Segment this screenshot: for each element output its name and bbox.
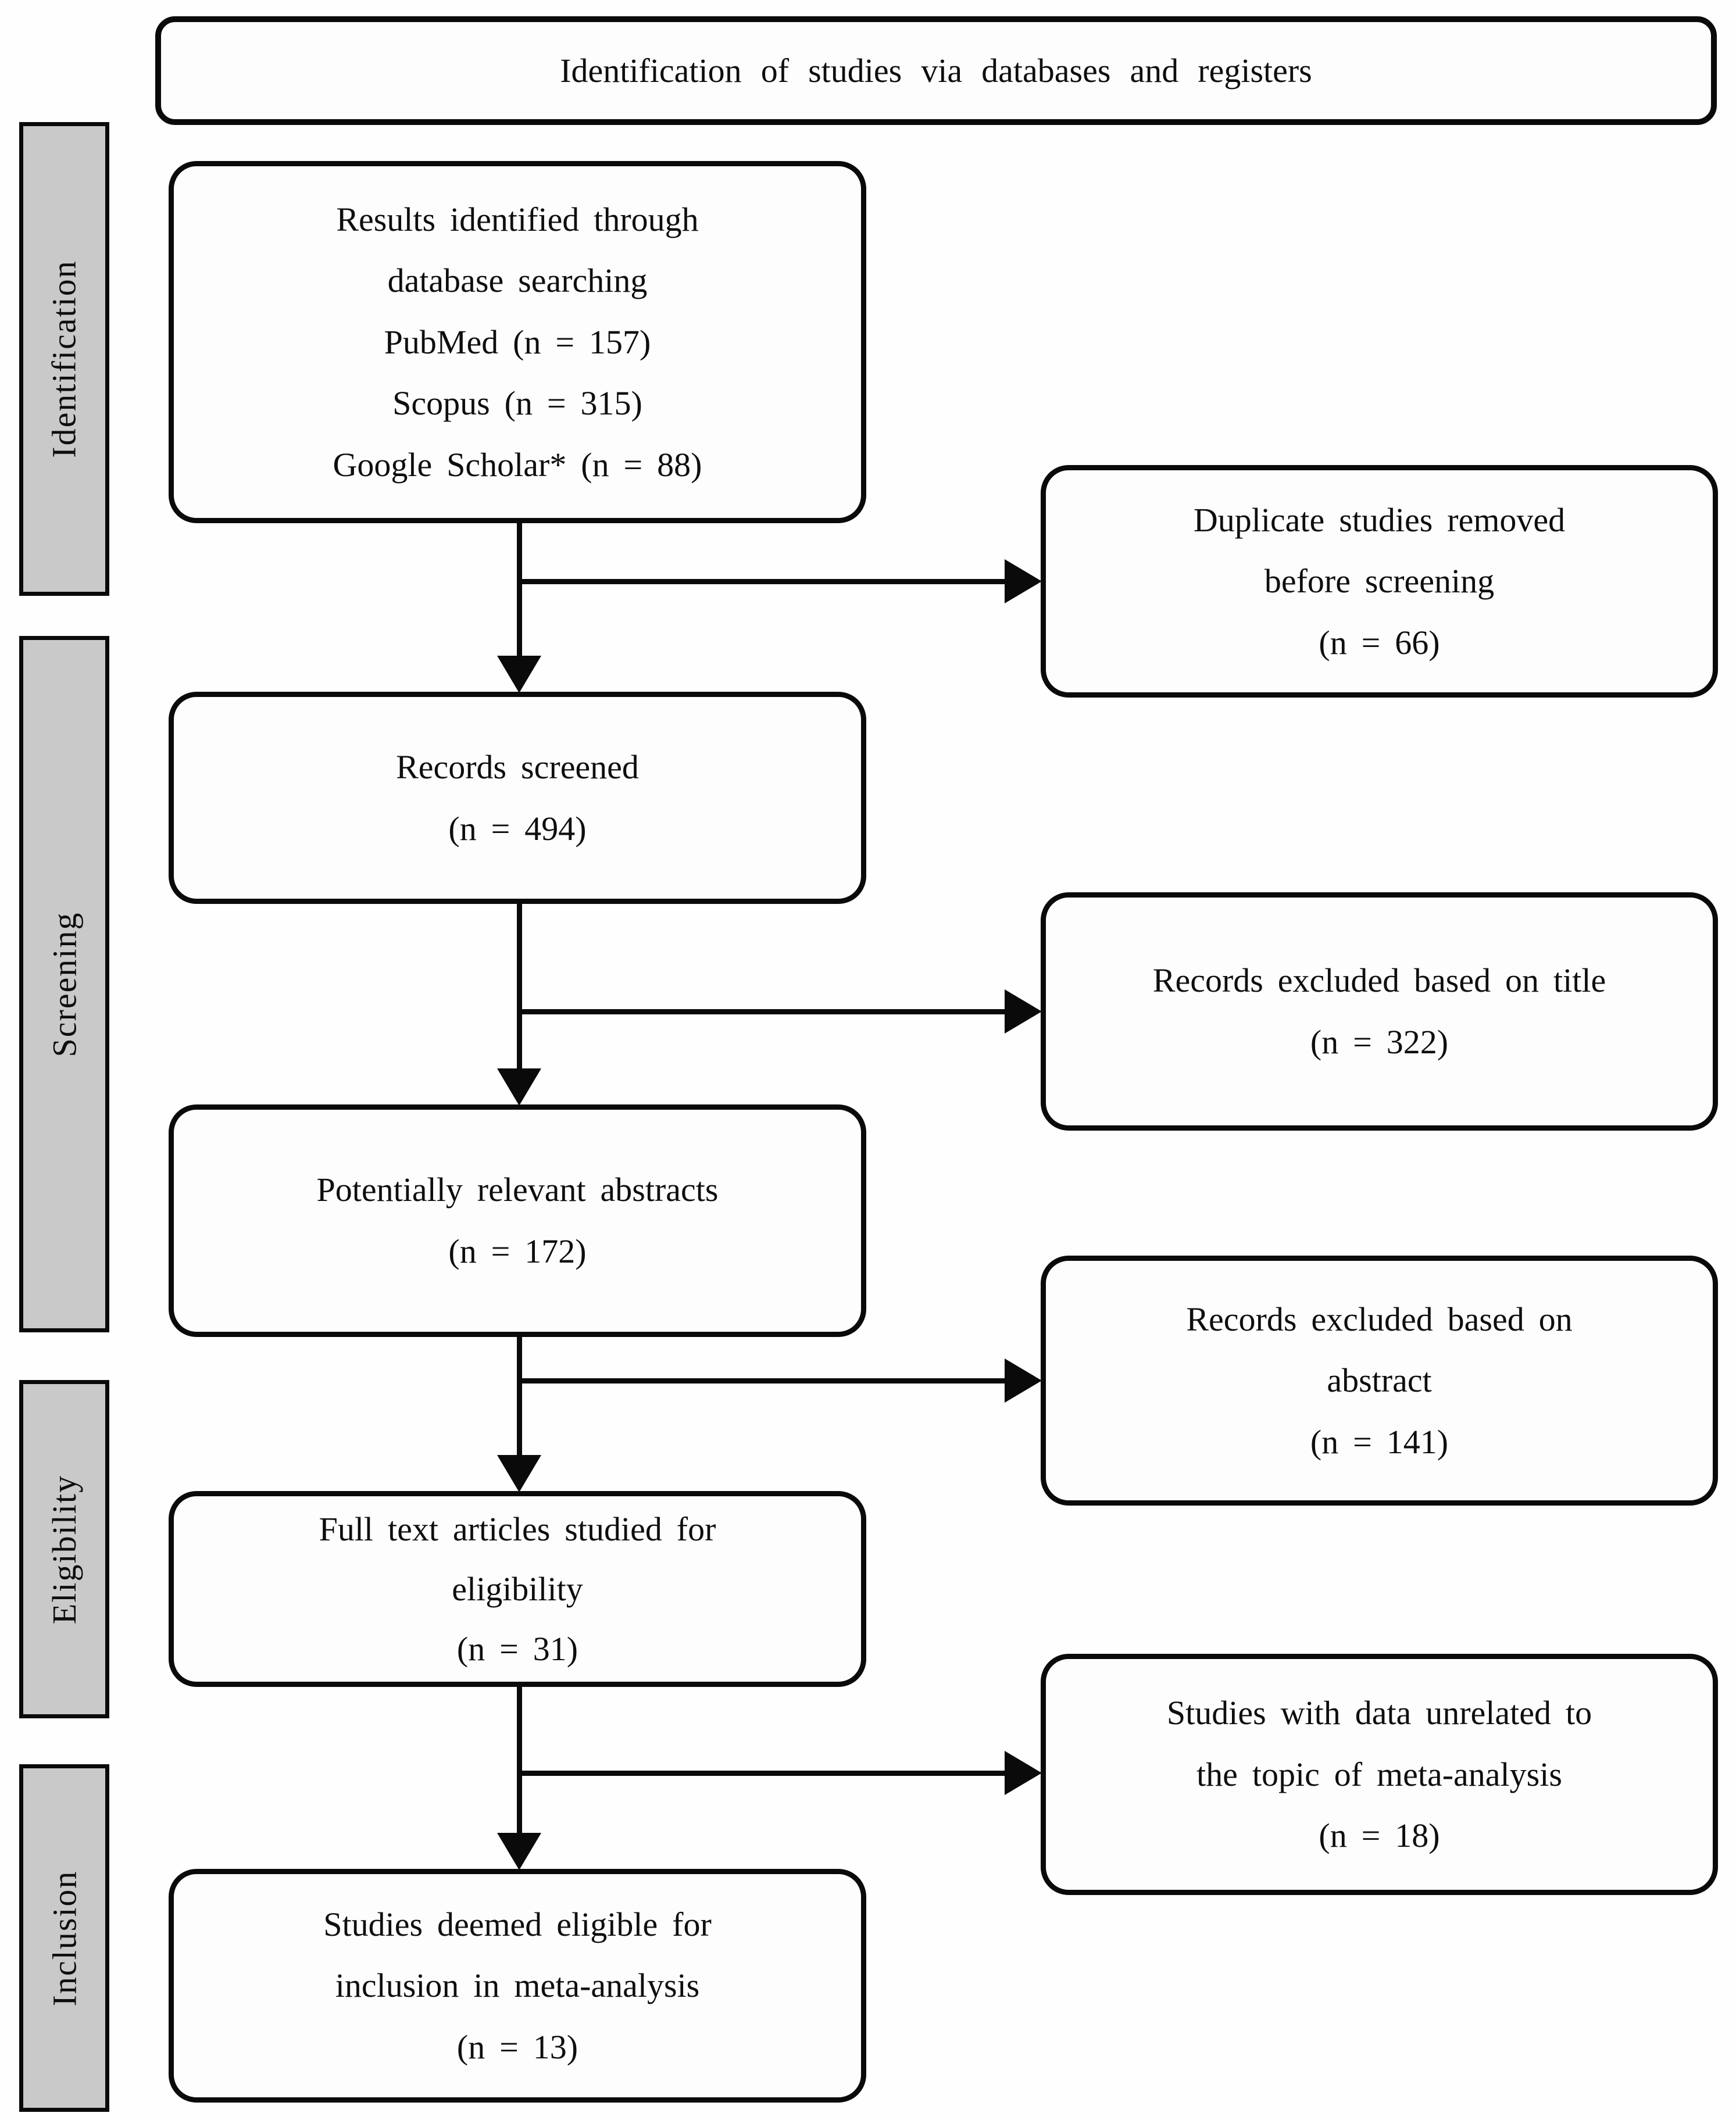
box-line: PubMed (n = 157) bbox=[384, 323, 651, 361]
box-excluded-by-abstract: Records excluded based on abstract (n = … bbox=[1041, 1256, 1718, 1506]
arrow-right-icon bbox=[1005, 559, 1042, 603]
box-line: eligibility bbox=[452, 1570, 583, 1608]
arrow-down-icon bbox=[497, 1455, 541, 1492]
box-line: Scopus (n = 315) bbox=[392, 384, 642, 423]
box-line: the topic of meta-analysis bbox=[1196, 1755, 1562, 1793]
box-line: Studies deemed eligible for bbox=[323, 1905, 712, 1943]
arrow-right-icon bbox=[1005, 989, 1042, 1034]
connector-line bbox=[517, 1771, 1006, 1776]
box-line: before screening bbox=[1264, 562, 1495, 600]
connector-line bbox=[517, 903, 522, 1070]
connector-line bbox=[517, 522, 522, 657]
box-line: abstract bbox=[1327, 1361, 1432, 1400]
box-line: (n = 172) bbox=[448, 1232, 587, 1270]
arrow-down-icon bbox=[497, 656, 541, 693]
box-line: inclusion in meta-analysis bbox=[335, 1967, 700, 2005]
box-line: Full text articles studied for bbox=[319, 1510, 716, 1548]
box-line: (n = 31) bbox=[456, 1630, 578, 1668]
box-excluded-by-title: Records excluded based on title (n = 322… bbox=[1041, 892, 1718, 1131]
box-line: Potentially relevant abstracts bbox=[316, 1171, 719, 1209]
connector-line bbox=[517, 1009, 1006, 1014]
stage-label-text: Inclusion bbox=[45, 1870, 84, 2006]
box-studies-included: Studies deemed eligible for inclusion in… bbox=[169, 1869, 866, 2103]
box-line: (n = 494) bbox=[448, 809, 587, 848]
box-line: Records excluded based on bbox=[1186, 1300, 1573, 1338]
box-line: database searching bbox=[387, 262, 648, 300]
box-full-text-articles: Full text articles studied for eligibili… bbox=[169, 1491, 866, 1687]
box-line: Google Scholar* (n = 88) bbox=[333, 445, 702, 484]
box-line: Records excluded based on title bbox=[1152, 961, 1606, 1000]
stage-label-inclusion: Inclusion bbox=[19, 1764, 109, 2112]
box-line: (n = 13) bbox=[456, 2028, 578, 2066]
box-line: Studies with data unrelated to bbox=[1166, 1694, 1592, 1732]
arrow-down-icon bbox=[497, 1833, 541, 1870]
box-relevant-abstracts: Potentially relevant abstracts (n = 172) bbox=[169, 1104, 866, 1337]
title-box: Identification of studies via databases … bbox=[155, 16, 1717, 125]
stage-label-text: Identification bbox=[45, 260, 83, 458]
box-line: (n = 141) bbox=[1310, 1422, 1449, 1461]
box-line: (n = 66) bbox=[1319, 623, 1440, 662]
stage-label-text: Eligibility bbox=[45, 1474, 84, 1624]
box-results-identified: Results identified through database sear… bbox=[169, 161, 866, 523]
arrow-right-icon bbox=[1005, 1751, 1042, 1795]
box-line: Records screened bbox=[396, 748, 639, 786]
stage-label-text: Screening bbox=[45, 911, 84, 1057]
box-line: (n = 322) bbox=[1310, 1023, 1449, 1061]
box-duplicates-removed: Duplicate studies removed before screeni… bbox=[1041, 465, 1718, 698]
connector-line bbox=[517, 1336, 522, 1456]
stage-label-eligibility: Eligibility bbox=[19, 1380, 109, 1718]
connector-line bbox=[517, 1378, 1006, 1383]
box-line: (n = 18) bbox=[1319, 1817, 1440, 1855]
box-line: Results identified through bbox=[336, 200, 699, 238]
stage-label-identification: Identification bbox=[19, 122, 109, 596]
connector-line bbox=[517, 1685, 522, 1834]
box-records-screened: Records screened (n = 494) bbox=[169, 692, 866, 904]
title-text: Identification of studies via databases … bbox=[560, 52, 1312, 90]
stage-label-screening: Screening bbox=[19, 636, 109, 1332]
arrow-down-icon bbox=[497, 1068, 541, 1106]
connector-line bbox=[517, 579, 1006, 584]
box-line: Duplicate studies removed bbox=[1193, 500, 1566, 539]
arrow-right-icon bbox=[1005, 1358, 1042, 1403]
box-unrelated-data: Studies with data unrelated to the topic… bbox=[1041, 1654, 1718, 1895]
